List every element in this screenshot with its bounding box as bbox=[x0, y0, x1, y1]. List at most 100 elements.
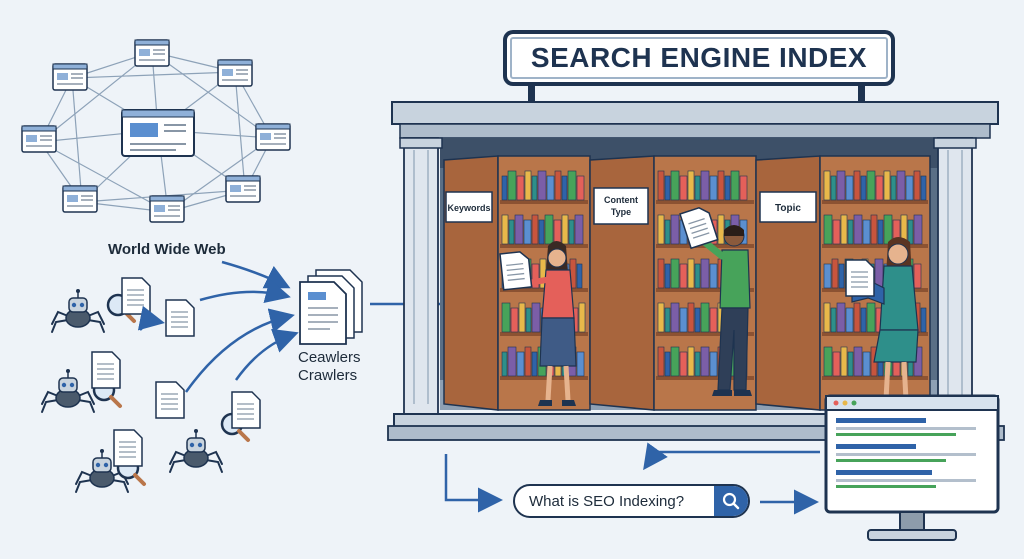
book bbox=[687, 258, 695, 289]
book bbox=[694, 307, 701, 333]
book bbox=[657, 214, 665, 245]
book bbox=[537, 170, 547, 201]
book bbox=[538, 219, 545, 245]
crawlers-group bbox=[41, 277, 261, 493]
book bbox=[823, 214, 833, 245]
book bbox=[700, 170, 710, 201]
spider-robot-icon bbox=[169, 428, 223, 473]
book bbox=[531, 302, 541, 333]
shelf-plank bbox=[500, 376, 588, 380]
book bbox=[840, 214, 848, 245]
book bbox=[576, 351, 585, 377]
book bbox=[831, 258, 839, 289]
book bbox=[531, 351, 538, 377]
flow-arrows bbox=[137, 260, 820, 515]
book bbox=[546, 175, 555, 201]
book bbox=[670, 302, 680, 333]
book bbox=[664, 175, 671, 201]
book bbox=[657, 346, 665, 377]
book bbox=[514, 214, 524, 245]
librarian-2 bbox=[679, 204, 752, 396]
book bbox=[847, 219, 854, 245]
book bbox=[568, 219, 575, 245]
book bbox=[730, 170, 740, 201]
central-webpage-icon bbox=[121, 109, 195, 157]
book bbox=[832, 351, 841, 377]
webpage-icon bbox=[225, 175, 261, 203]
librarian-1 bbox=[499, 241, 577, 406]
shelf-plank bbox=[656, 376, 754, 380]
page-title: SEARCH ENGINE INDEX bbox=[530, 42, 868, 73]
book bbox=[531, 263, 540, 289]
web-label: World Wide Web bbox=[108, 241, 226, 258]
book bbox=[709, 263, 718, 289]
book bbox=[832, 219, 841, 245]
book bbox=[913, 263, 922, 289]
book bbox=[724, 175, 731, 201]
crawlers-label-1: Ceawlers bbox=[298, 349, 361, 366]
book bbox=[501, 351, 508, 377]
svg-text:Topic: Topic bbox=[775, 203, 801, 214]
book bbox=[700, 302, 710, 333]
document-stack-icon bbox=[299, 269, 363, 345]
book bbox=[657, 170, 665, 201]
svg-text:Keywords: Keywords bbox=[447, 203, 490, 213]
book bbox=[679, 307, 688, 333]
book bbox=[561, 175, 568, 201]
shelf-plank bbox=[500, 200, 588, 204]
book bbox=[508, 219, 515, 245]
book bbox=[847, 351, 854, 377]
book bbox=[830, 307, 837, 333]
book bbox=[739, 175, 748, 201]
book bbox=[574, 214, 584, 245]
book bbox=[679, 175, 688, 201]
book bbox=[866, 302, 876, 333]
book bbox=[687, 170, 695, 201]
book bbox=[524, 346, 532, 377]
shelf-plank bbox=[656, 332, 754, 336]
book bbox=[525, 307, 532, 333]
shelf-plank bbox=[656, 200, 754, 204]
document-icon bbox=[91, 351, 121, 389]
book bbox=[523, 219, 532, 245]
book bbox=[544, 214, 554, 245]
book bbox=[920, 307, 927, 333]
book bbox=[823, 346, 833, 377]
book bbox=[845, 307, 854, 333]
book bbox=[507, 346, 517, 377]
book bbox=[845, 175, 854, 201]
book bbox=[664, 351, 671, 377]
shelf-plank bbox=[822, 200, 928, 204]
shelf-plank bbox=[656, 288, 754, 292]
book bbox=[553, 219, 562, 245]
book bbox=[561, 214, 569, 245]
book bbox=[531, 214, 539, 245]
book bbox=[838, 263, 845, 289]
book bbox=[694, 351, 701, 377]
book bbox=[670, 346, 680, 377]
book bbox=[567, 170, 577, 201]
search-button[interactable] bbox=[714, 486, 748, 516]
svg-text:Type: Type bbox=[611, 207, 631, 217]
search-bar[interactable]: What is SEO Indexing? bbox=[513, 484, 750, 518]
shelf-label-topic: Topic bbox=[759, 191, 817, 223]
book bbox=[709, 175, 718, 201]
book bbox=[554, 170, 562, 201]
book bbox=[836, 170, 846, 201]
book bbox=[576, 175, 585, 201]
index-sign: SEARCH ENGINE INDEX bbox=[503, 30, 895, 86]
book bbox=[823, 302, 831, 333]
book bbox=[823, 170, 831, 201]
shelf-plank bbox=[822, 332, 928, 336]
book bbox=[853, 346, 863, 377]
book bbox=[694, 263, 701, 289]
document-icon bbox=[165, 299, 195, 337]
book bbox=[866, 170, 876, 201]
book bbox=[860, 307, 867, 333]
book bbox=[687, 302, 695, 333]
book bbox=[836, 302, 846, 333]
search-query[interactable]: What is SEO Indexing? bbox=[529, 492, 685, 510]
book bbox=[679, 351, 688, 377]
book bbox=[531, 175, 538, 201]
